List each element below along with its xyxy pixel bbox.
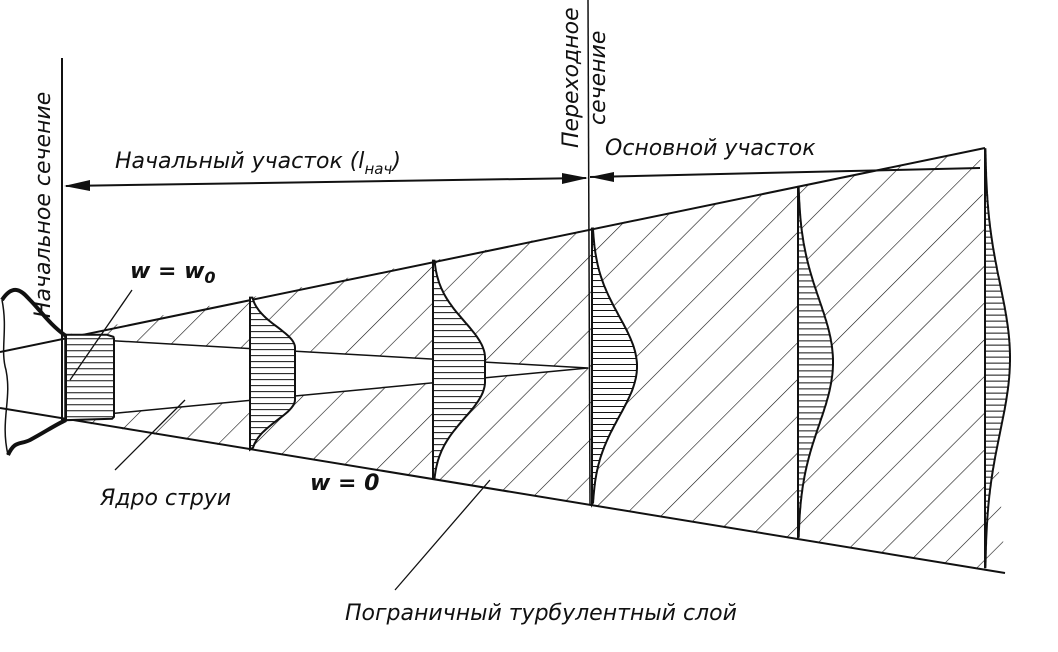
- nozzle-wall-bottom: [6, 418, 67, 456]
- transition-section-line: [587, 0, 591, 506]
- jet-top-boundary: [0, 147, 986, 353]
- transition-section-label-1: Переходное: [559, 7, 584, 148]
- main-region-label: Основной участок: [605, 136, 816, 161]
- mixing-zone-hatched: [65, 150, 1005, 572]
- jet-core-label: Ядро струи: [99, 486, 231, 511]
- jet-bottom-boundary: [0, 407, 1006, 574]
- initial-region-label: Начальный участок (lнач): [115, 149, 401, 178]
- arrow-main-left: [590, 172, 614, 182]
- leader-w0: [69, 289, 133, 381]
- initial-region-dimension: [65, 177, 587, 187]
- leader-boundary: [394, 479, 491, 591]
- nozzle-edge: [1, 299, 9, 456]
- transition-section-label-2: сечение: [586, 31, 611, 125]
- velocity-profiles: [65, 148, 1011, 569]
- velocity-profile: [591, 227, 638, 508]
- boundary-layer-label: Пограничный турбулентный слой: [345, 601, 737, 626]
- arrow-left: [64, 180, 90, 191]
- w-w0-label: w = w0: [130, 259, 216, 287]
- w-0-label: w = 0: [310, 471, 379, 496]
- velocity-profile: [984, 148, 1011, 569]
- arrow-right: [562, 173, 588, 184]
- initial-section-label: Начальное сечение: [31, 92, 56, 318]
- velocity-profile: [432, 259, 486, 481]
- nozzle-wall-top: [0, 287, 68, 338]
- velocity-profile: [65, 333, 115, 422]
- main-region-dimension: [589, 167, 981, 178]
- leader-core: [114, 399, 186, 471]
